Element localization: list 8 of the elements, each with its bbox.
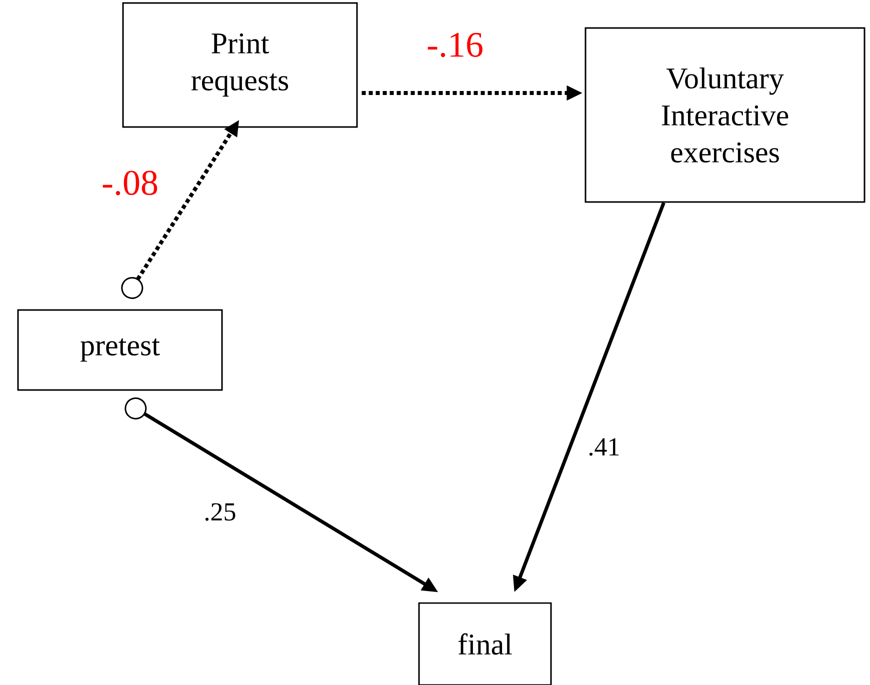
- edge-label: -.08: [102, 170, 158, 196]
- edge-label: -.16: [428, 32, 482, 58]
- edge-label: .25: [205, 503, 236, 521]
- box: Print requests: [122, 2, 358, 128]
- edge-label: .41: [589, 438, 619, 456]
- box: pretest: [17, 309, 223, 391]
- box: Voluntary Interactive exercises: [584, 27, 866, 203]
- box: final: [418, 602, 552, 685]
